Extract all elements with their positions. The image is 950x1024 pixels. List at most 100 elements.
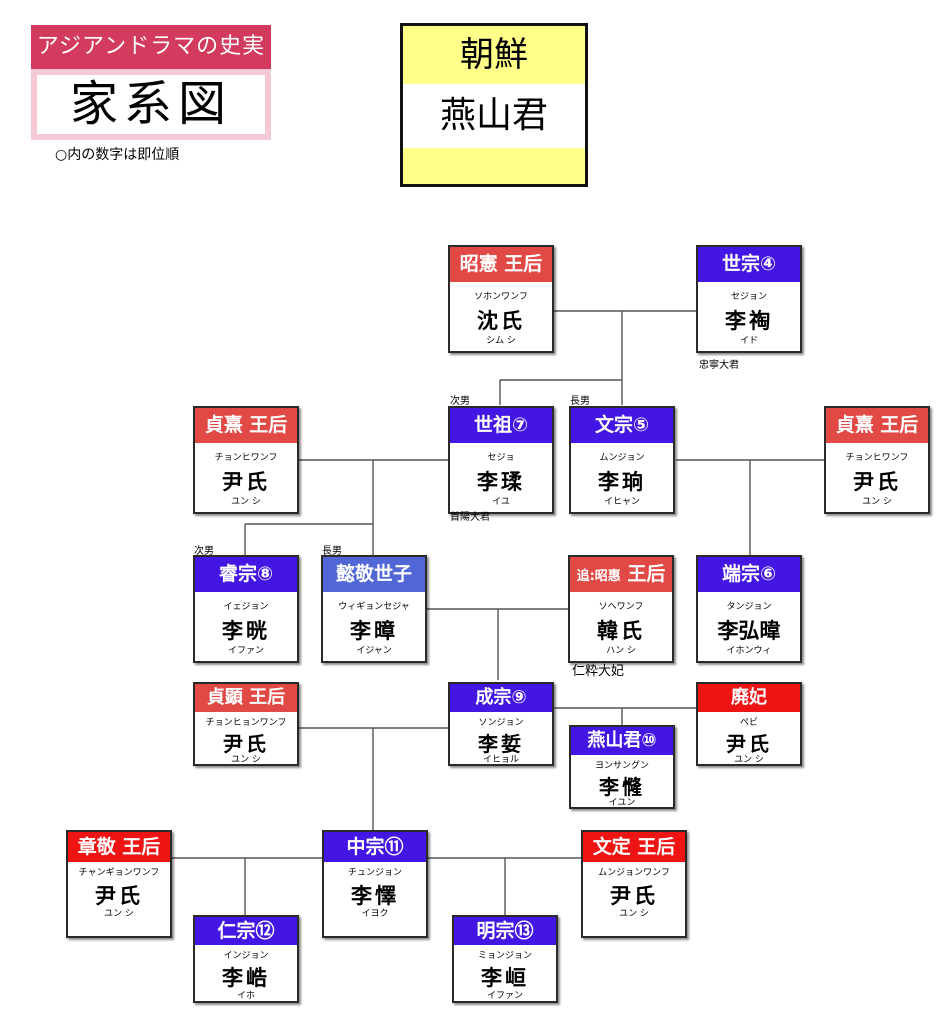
label-insu: 仁粋大妃 <box>572 664 625 679</box>
card-name: 李㦕 <box>599 775 645 799</box>
card-deposed-queen[interactable]: 廃妃 ペビ 尹氏 ユン シ <box>696 682 802 766</box>
card-munjong[interactable]: 文宗⑤ ムンジョン 李珦 イヒャン <box>569 406 675 514</box>
card-name: 李暲 <box>350 619 398 643</box>
card-title: 文宗⑤ <box>571 408 673 443</box>
card-name: 李娎 <box>478 732 524 756</box>
card-name-reading: イド <box>739 336 758 346</box>
card-name: 沈氏 <box>477 309 525 333</box>
card-title: 燕山君⑩ <box>571 727 673 755</box>
main-title: 家系図 <box>37 75 265 134</box>
label-chungnyeong: 忠寧大君 <box>699 360 739 371</box>
card-jeonghui-queen-left[interactable]: 貞熹 王后 チョンヒワンフ 尹氏 ユン シ <box>193 406 299 514</box>
label-yejong-second-son: 次男 <box>194 546 214 557</box>
card-name: 尹氏 <box>610 884 658 908</box>
card-name: 李珦 <box>598 470 646 494</box>
card-name: 李晄 <box>222 619 270 643</box>
card-title: 端宗⑥ <box>698 557 800 592</box>
card-name: 尹氏 <box>853 470 901 494</box>
card-name: 李弘暐 <box>717 619 781 643</box>
card-name: 尹氏 <box>222 470 270 494</box>
card-title: 懿敬世子 <box>323 557 425 592</box>
card-seongjong[interactable]: 成宗⑨ ソンジョン 李娎 イヒョル <box>448 682 554 766</box>
series-label: アジアンドラマの史実 <box>31 25 271 69</box>
card-name-reading: ユン シ <box>231 497 261 507</box>
card-title: 追:昭惠 王后 <box>570 557 672 592</box>
card-name-reading: ユン シ <box>231 755 261 765</box>
card-title-reading: ソホンワンフ <box>474 292 528 302</box>
card-name-reading: イホンウィ <box>726 646 772 656</box>
card-name: 尹氏 <box>726 732 772 756</box>
card-title-reading: ソンジョン <box>478 718 524 728</box>
card-title: 睿宗⑧ <box>195 557 297 592</box>
card-name-reading: イファン <box>486 991 523 1001</box>
card-title-reading: イェジョン <box>223 602 269 612</box>
card-name-reading: イヨク <box>361 909 389 919</box>
card-name-reading: ユン シ <box>734 755 764 765</box>
card-title: 貞顕 王后 <box>195 684 297 712</box>
card-munjeong-queen[interactable]: 文定 王后 ムンジョンワンフ 尹氏 ユン シ <box>581 830 687 938</box>
card-uigyeong-crown-prince[interactable]: 懿敬世子 ウィギョンセジャ 李暲 イジャン <box>321 555 427 663</box>
dynasty-name: 朝鮮 <box>460 35 528 75</box>
label-munjong-eldest-son: 長男 <box>570 396 590 407</box>
card-title: 世宗④ <box>698 247 800 282</box>
card-title-reading: セジョ <box>487 453 515 463</box>
card-title-reading: ヨンサングン <box>594 761 649 771</box>
card-myeongjong[interactable]: 明宗⑬ ミョンジョン 李峘 イファン <box>452 915 558 1003</box>
card-name: 李瑈 <box>477 470 525 494</box>
card-title: 明宗⑬ <box>454 917 556 945</box>
card-title: 廃妃 <box>698 684 800 712</box>
card-name: 李祹 <box>725 309 773 333</box>
card-name: 韓氏 <box>597 619 645 643</box>
card-title: 仁宗⑫ <box>195 917 297 945</box>
card-soheon-queen[interactable]: 昭憲 王后 ソホンワンフ 沈氏 シム シ <box>448 245 554 353</box>
card-name: 李峘 <box>481 966 529 990</box>
card-name-reading: シム シ <box>486 336 516 346</box>
card-sejong[interactable]: 世宗④ セジョン 李祹 イド <box>696 245 802 353</box>
card-title-reading: ソヘワンフ <box>598 602 644 612</box>
card-name-reading: ユン シ <box>619 909 649 919</box>
card-title: 貞熹 王后 <box>195 408 297 443</box>
card-danjong[interactable]: 端宗⑥ タンジョン 李弘暐 イホンウィ <box>696 555 802 663</box>
reign-order-note: ○内の数字は即位順 <box>55 147 180 163</box>
card-name-reading: イホ <box>236 991 255 1001</box>
label-uigyeong-eldest-son: 長男 <box>322 546 342 557</box>
card-title: 中宗⑪ <box>324 832 426 862</box>
card-title-reading: ムンジョンワンフ <box>598 868 670 878</box>
card-title: 昭憲 王后 <box>450 247 552 282</box>
card-title-reading: チョンヒョンワンフ <box>205 718 287 728</box>
card-yeonsangun[interactable]: 燕山君⑩ ヨンサングン 李㦕 イユン <box>569 725 675 809</box>
card-name: 尹氏 <box>223 732 269 756</box>
card-janggyeong-queen[interactable]: 章敬 王后 チャンギョンワンフ 尹氏 ユン シ <box>66 830 172 938</box>
card-title-reading: ウィギョンセジャ <box>338 602 410 612</box>
dynasty-title-box: 朝鮮 燕山君 <box>400 23 588 187</box>
card-injong[interactable]: 仁宗⑫ インジョン 李峼 イホ <box>193 915 299 1003</box>
card-title-main: 王后 <box>627 563 666 585</box>
card-name-reading: イファン <box>227 646 264 656</box>
card-title-reading: チョンヒワンフ <box>845 453 909 463</box>
main-title-frame: 家系図 <box>31 69 271 140</box>
card-name-reading: イヒョル <box>482 755 519 765</box>
card-name-reading: イユン <box>608 798 636 808</box>
card-title: 成宗⑨ <box>450 684 552 712</box>
card-title: 文定 王后 <box>583 832 685 862</box>
card-title-reading: タンジョン <box>726 602 772 612</box>
card-jungjong[interactable]: 中宗⑪ チュンジョン 李懌 イヨク <box>322 830 428 938</box>
card-yejong[interactable]: 睿宗⑧ イェジョン 李晄 イファン <box>193 555 299 663</box>
card-title-reading: チャンギョンワンフ <box>78 868 160 878</box>
card-jeonghyeon-queen[interactable]: 貞顕 王后 チョンヒョンワンフ 尹氏 ユン シ <box>193 682 299 766</box>
card-title-reading: チュンジョン <box>347 868 402 878</box>
card-title-reading: セジョン <box>730 292 767 302</box>
card-jeonghui-queen-right[interactable]: 貞熹 王后 チョンヒワンフ 尹氏 ユン シ <box>824 406 930 514</box>
card-name: 李峼 <box>222 966 270 990</box>
card-title-reading: ムンジョン <box>599 453 645 463</box>
card-sejo[interactable]: 世祖⑦ セジョ 李瑈 イユ <box>448 406 554 514</box>
card-name: 李懌 <box>351 884 399 908</box>
card-sohye-queen[interactable]: 追:昭惠 王后 ソヘワンフ 韓氏 ハン シ <box>568 555 674 663</box>
card-name-reading: イユ <box>492 497 510 507</box>
label-sejo-second-son: 次男 <box>450 396 470 407</box>
label-suyang: 首陽大君 <box>450 512 490 523</box>
card-title: 貞熹 王后 <box>826 408 928 443</box>
card-title-reading: ペビ <box>739 718 758 728</box>
card-name-reading: ユン シ <box>104 909 134 919</box>
